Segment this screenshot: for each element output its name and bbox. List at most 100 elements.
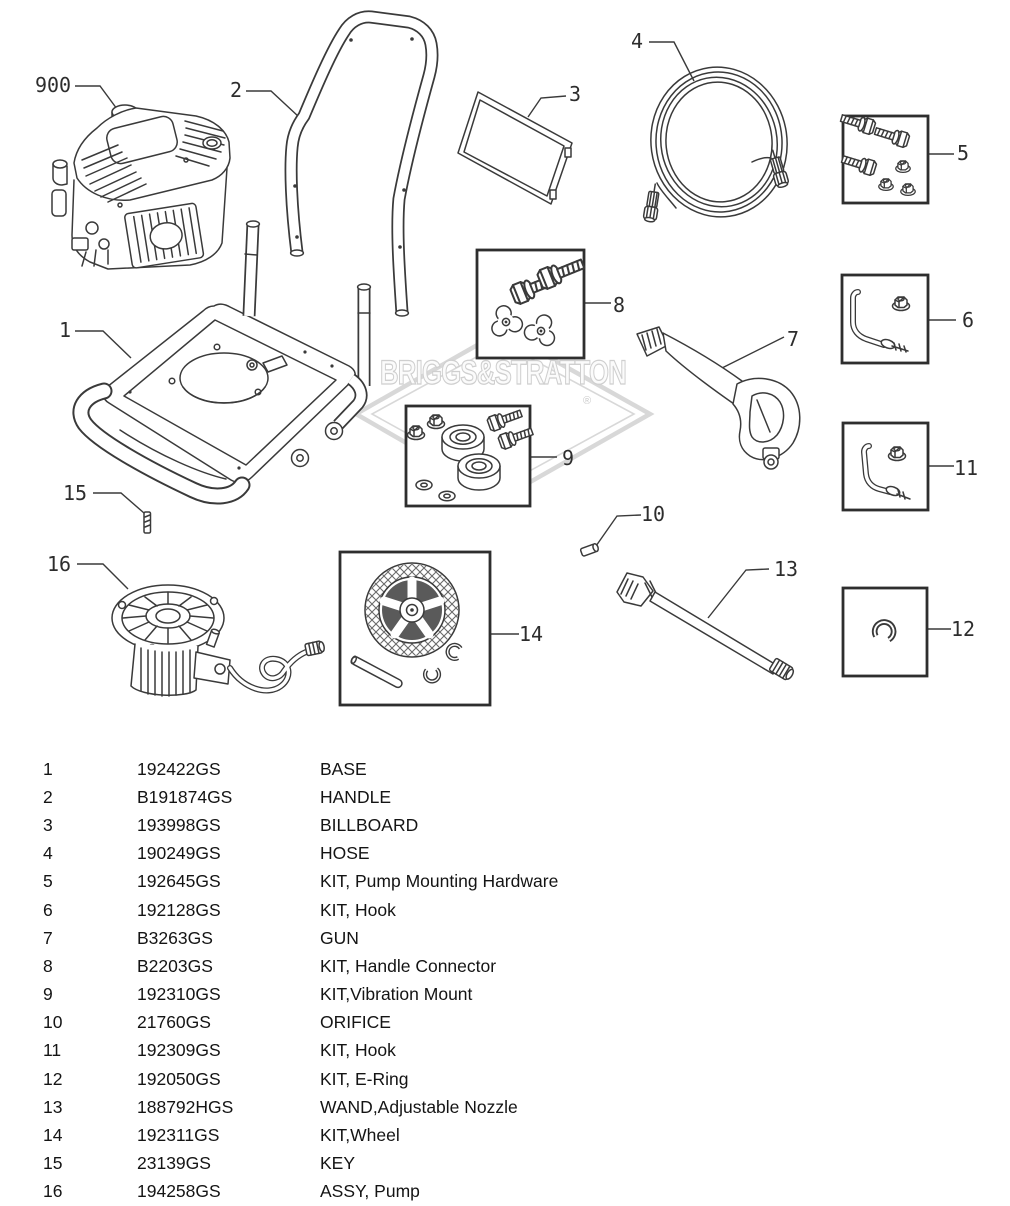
item-number: 16	[43, 1181, 63, 1202]
item-number: 7	[43, 927, 53, 948]
part-number: B191874GS	[137, 786, 233, 807]
part-number: 192645GS	[137, 871, 221, 892]
pump-assembly-drawing	[111, 584, 325, 697]
part-number: 188792HGS	[137, 1096, 234, 1117]
table-row: 5 192645GS KIT, Pump Mounting Hardware	[43, 868, 973, 896]
table-row: 4 190249GS HOSE	[43, 840, 973, 868]
handle-connector-kit-drawing	[475, 248, 588, 360]
callout-label-pump-mounting-hardware-kit: 5	[957, 141, 969, 165]
part-number: 192128GS	[137, 899, 221, 920]
callout-label-hose: 4	[631, 29, 643, 53]
part-description: GUN	[320, 927, 359, 948]
briggs-stratton-watermark: BRIGGS&STRATTON ®	[351, 328, 655, 501]
orifice-drawing	[579, 543, 599, 557]
item-number: 5	[43, 871, 53, 892]
table-row: 14 192311GS KIT,Wheel	[43, 1121, 973, 1149]
item-number: 10	[43, 1012, 63, 1033]
part-number: B3263GS	[137, 927, 213, 948]
item-number: 2	[43, 786, 53, 807]
part-number: B2203GS	[137, 955, 213, 976]
wand-drawing	[616, 572, 795, 681]
key-drawing	[143, 511, 152, 534]
item-number: 3	[43, 814, 53, 835]
item-number: 13	[43, 1096, 63, 1117]
callout-label-billboard: 3	[569, 82, 581, 106]
billboard-drawing	[457, 91, 573, 205]
part-description: KIT, Hook	[320, 1040, 396, 1061]
callout-label-vibration-mount-kit: 9	[562, 446, 574, 470]
table-row: 11 192309GS KIT, Hook	[43, 1037, 973, 1065]
item-number: 15	[43, 1153, 63, 1174]
callout-label-e-ring-kit: 12	[951, 617, 975, 641]
callout-label-wand: 13	[774, 557, 798, 581]
axle-rod	[350, 655, 403, 689]
part-description: HOSE	[320, 843, 370, 864]
base-drawing	[72, 220, 372, 505]
callout-label-hook-kit-2: 11	[954, 456, 978, 480]
table-row: 15 23139GS KEY	[43, 1150, 973, 1178]
callout-labels: 900 1 2 3 4 5 6 7 8 9 10 11 12 13 14 15 …	[35, 29, 978, 646]
part-description: KEY	[320, 1153, 356, 1174]
part-number: 192311GS	[137, 1125, 220, 1146]
part-description: BASE	[320, 758, 367, 779]
table-row: 16 194258GS ASSY, Pump	[43, 1178, 973, 1206]
exploded-parts-diagram: BRIGGS&STRATTON ®	[35, 10, 978, 707]
handle-drawing	[284, 10, 439, 317]
part-description: ORIFICE	[320, 1012, 391, 1033]
table-row: 6 192128GS KIT, Hook	[43, 896, 973, 924]
callout-label-base: 1	[59, 318, 71, 342]
table-row: 12 192050GS KIT, E-Ring	[43, 1065, 973, 1093]
table-row: 3 193998GS BILLBOARD	[43, 811, 973, 839]
callout-label-engine: 900	[35, 73, 71, 97]
parts-list-table: 1 192422GS BASE 2 B191874GS HANDLE 3 193…	[43, 755, 973, 1206]
part-description: KIT, Hook	[320, 899, 396, 920]
e-ring-kit-drawing	[841, 586, 929, 678]
item-number: 14	[43, 1125, 63, 1146]
engine-drawing	[51, 104, 231, 270]
item-number: 1	[43, 758, 53, 779]
part-description: WAND,Adjustable Nozzle	[320, 1096, 518, 1117]
callout-label-handle-connector-kit: 8	[613, 293, 625, 317]
hose-drawing	[642, 66, 791, 224]
item-number: 4	[43, 843, 53, 864]
callout-label-handle: 2	[230, 78, 242, 102]
part-description: KIT, Pump Mounting Hardware	[320, 871, 559, 892]
watermark-registered-icon: ®	[583, 395, 591, 407]
part-number: 192309GS	[137, 1040, 221, 1061]
table-row: 13 188792HGS WAND,Adjustable Nozzle	[43, 1093, 973, 1121]
hook-kit-drawing	[840, 273, 930, 365]
item-number: 12	[43, 1068, 63, 1089]
part-number: 193998GS	[137, 814, 221, 835]
part-number: 190249GS	[137, 843, 221, 864]
item-number: 8	[43, 955, 53, 976]
item-number: 11	[43, 1040, 62, 1061]
gun-drawing	[636, 326, 801, 470]
part-description: KIT, E-Ring	[320, 1068, 409, 1089]
part-description: KIT,Vibration Mount	[320, 984, 473, 1005]
callout-label-key: 15	[63, 481, 87, 505]
table-row: 2 B191874GS HANDLE	[43, 783, 973, 811]
vibration-mount-kit-drawing	[404, 404, 536, 508]
pump-mounting-hardware-kit-drawing	[838, 110, 930, 205]
part-number: 192050GS	[137, 1068, 221, 1089]
part-description: BILLBOARD	[320, 814, 419, 835]
part-description: KIT,Wheel	[320, 1125, 400, 1146]
part-number: 192422GS	[137, 758, 221, 779]
table-row: 1 192422GS BASE	[43, 755, 973, 783]
part-number: 194258GS	[137, 1181, 221, 1202]
hook-kit-2-drawing	[841, 421, 930, 512]
part-description: HANDLE	[320, 786, 391, 807]
part-number: 23139GS	[137, 1153, 211, 1174]
part-number: 21760GS	[137, 1012, 211, 1033]
wheel-kit-drawing	[338, 550, 492, 707]
callout-label-gun: 7	[787, 327, 799, 351]
part-description: ASSY, Pump	[320, 1181, 420, 1202]
table-row: 9 192310GS KIT,Vibration Mount	[43, 981, 973, 1009]
callout-label-pump-assembly: 16	[47, 552, 71, 576]
item-number: 6	[43, 899, 53, 920]
callout-label-orifice: 10	[641, 502, 665, 526]
watermark-text: BRIGGS&STRATTON	[380, 354, 626, 392]
callout-leader-lines	[75, 41, 956, 635]
part-description: KIT, Handle Connector	[320, 955, 497, 976]
